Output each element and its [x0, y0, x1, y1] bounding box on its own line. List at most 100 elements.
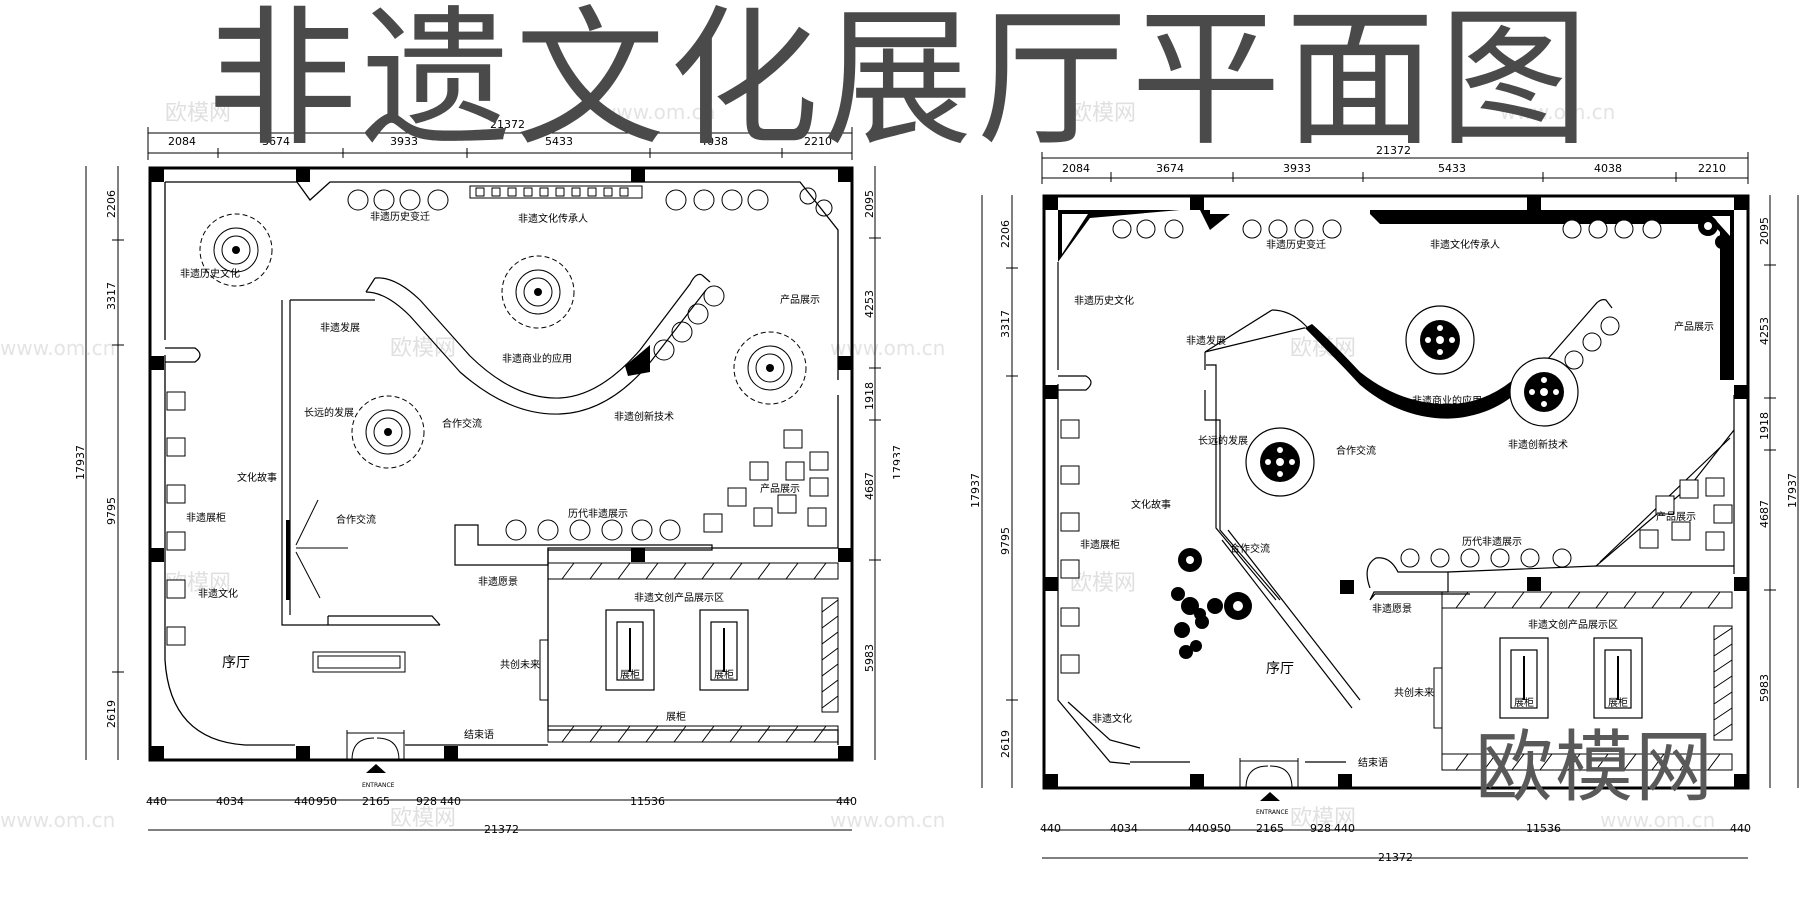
dim-bottom-4-r: 950: [1210, 822, 1231, 835]
label-cabinet-2: 展柜: [714, 668, 734, 681]
watermark-url: www.om.cn: [1600, 808, 1716, 832]
label-epilogue-r: 结束语: [1358, 756, 1388, 769]
dim-bottom-2: 4034: [216, 795, 244, 808]
dim-left-1: 2206: [105, 190, 118, 218]
dim-right-3: 1918: [863, 382, 876, 410]
dim-top-3: 3933: [390, 135, 418, 148]
label-inheritors-r: 非遗文化传承人: [1430, 238, 1500, 251]
dim-top-1: 2084: [168, 135, 196, 148]
label-product-display-2-r: 产品展示: [1656, 510, 1696, 523]
watermark-url: www.om.cn: [600, 100, 716, 124]
dim-bottom-3-r: 440: [1188, 822, 1209, 835]
dim-left-3-r: 9795: [999, 527, 1012, 555]
label-history-change-r: 非遗历史变迁: [1266, 238, 1326, 251]
dim-left-1-r: 2206: [999, 220, 1012, 248]
dim-bottom-8: 11536: [630, 795, 665, 808]
watermark-url: www.om.cn: [830, 808, 946, 832]
label-innovation: 非遗创新技术: [614, 410, 674, 423]
floor-plan-right: 21372 2084 3674 3933 5433 4038 2210 2206…: [900, 0, 1800, 903]
dim-bottom-9-r: 440: [1730, 822, 1751, 835]
dim-top-4-r: 5433: [1438, 162, 1466, 175]
label-product-display: 产品展示: [780, 293, 820, 306]
label-history-change: 非遗历史变迁: [370, 210, 430, 223]
watermark-url: www.om.cn: [1500, 100, 1616, 124]
label-long-development-r: 长远的发展: [1198, 434, 1248, 447]
label-cabinet-1: 展柜: [620, 668, 640, 681]
label-cabinet-1-r: 展柜: [1514, 696, 1534, 709]
label-lobby: 序厅: [222, 655, 250, 671]
label-culture: 非遗文化: [198, 587, 238, 600]
dim-bottom-9: 440: [836, 795, 857, 808]
watermark-brand: 欧模网: [1070, 571, 1137, 596]
floor-plan-right-drawing: 21372 2084 3674 3933 5433 4038 2210 2206…: [969, 144, 1799, 864]
label-lobby-r: 序厅: [1266, 661, 1294, 677]
page-title: 非遗文化展厅平面图: [206, 0, 1593, 167]
dim-bottom-8-r: 11536: [1526, 822, 1561, 835]
label-history-culture-r: 非遗历史文化: [1074, 294, 1134, 307]
label-commercial-r: 非遗商业的应用: [1412, 394, 1482, 407]
label-development-r: 非遗发展: [1186, 334, 1226, 347]
label-dynasties: 历代非遗展示: [568, 507, 628, 520]
dim-left-2-r: 3317: [999, 310, 1012, 338]
label-vision-r: 非遗愿景: [1372, 602, 1412, 615]
dim-right-total-r: 17937: [1786, 473, 1799, 508]
dim-bottom-4: 950: [316, 795, 337, 808]
dim-right-4-r: 4687: [1758, 500, 1771, 528]
dim-top-total-r: 21372: [1376, 144, 1411, 157]
dim-left-4: 2619: [105, 700, 118, 728]
label-future-r: 共创未来: [1394, 686, 1434, 699]
label-history-culture: 非遗历史文化: [180, 267, 240, 280]
dim-right-5: 5983: [863, 644, 876, 672]
watermark-brand: 欧模网: [165, 101, 232, 126]
dim-left-2: 3317: [105, 282, 118, 310]
label-stories: 文化故事: [237, 471, 277, 484]
dim-top-1-r: 2084: [1062, 162, 1090, 175]
dim-bottom-7-r: 440: [1334, 822, 1355, 835]
dim-bottom-1: 440: [146, 795, 167, 808]
watermark-brand: 欧模网: [1070, 101, 1137, 126]
label-cabinet-2-r: 展柜: [1608, 696, 1628, 709]
dim-right-4: 4687: [863, 472, 876, 500]
label-innovation-r: 非遗创新技术: [1508, 438, 1568, 451]
dim-left-total-r: 17937: [969, 473, 982, 508]
watermark-url: www.om.cn: [0, 808, 116, 832]
dim-bottom-total: 21372: [484, 823, 519, 836]
watermark-url: www.om.cn: [0, 336, 116, 360]
dim-bottom-5: 2165: [362, 795, 390, 808]
label-development: 非遗发展: [320, 321, 360, 334]
entrance-label-r: ENTRANCE: [1256, 809, 1289, 816]
label-epilogue: 结束语: [464, 728, 494, 741]
label-cooperation: 合作交流: [442, 417, 482, 430]
dim-left-4-r: 2619: [999, 730, 1012, 758]
dim-top-total: 21372: [490, 118, 525, 131]
dim-top-6-r: 2210: [1698, 162, 1726, 175]
dim-top-5-r: 4038: [1594, 162, 1622, 175]
dim-left-3: 9795: [105, 497, 118, 525]
label-vision: 非遗愿景: [478, 575, 518, 588]
label-product-display-2: 产品展示: [760, 482, 800, 495]
watermark-brand: 欧模网: [1290, 806, 1357, 831]
label-inheritors: 非遗文化传承人: [518, 212, 588, 225]
watermark-brand: 欧模网: [390, 336, 457, 361]
dim-top-4: 5433: [545, 135, 573, 148]
label-cultural-creative: 非遗文创产品展示区: [634, 591, 724, 604]
dim-right-1: 2095: [863, 190, 876, 218]
entrance-arrow-icon-r: [1260, 792, 1280, 801]
entrance-label: ENTRANCE: [362, 782, 395, 789]
label-cooperation-r: 合作交流: [1336, 444, 1376, 457]
dim-bottom-5-r: 2165: [1256, 822, 1284, 835]
dim-bottom-total-r: 21372: [1378, 851, 1413, 864]
dim-bottom-7: 440: [440, 795, 461, 808]
dim-top-2-r: 3674: [1156, 162, 1184, 175]
dim-top-6: 2210: [804, 135, 832, 148]
label-cooperation-2: 合作交流: [336, 513, 376, 526]
label-future: 共创未来: [500, 658, 540, 671]
dim-left-total: 17937: [74, 445, 87, 480]
dim-top-2: 3674: [262, 135, 290, 148]
watermark-brand: 欧模网: [390, 806, 457, 831]
dim-bottom-6: 928: [416, 795, 437, 808]
dim-right-total: 17937: [891, 445, 900, 480]
label-dynasties-r: 历代非遗展示: [1462, 535, 1522, 548]
floor-plan-left-drawing: 2084 3674 3933 5433 4038 2210 21372 2206…: [74, 118, 900, 836]
dim-bottom-6-r: 928: [1310, 822, 1331, 835]
